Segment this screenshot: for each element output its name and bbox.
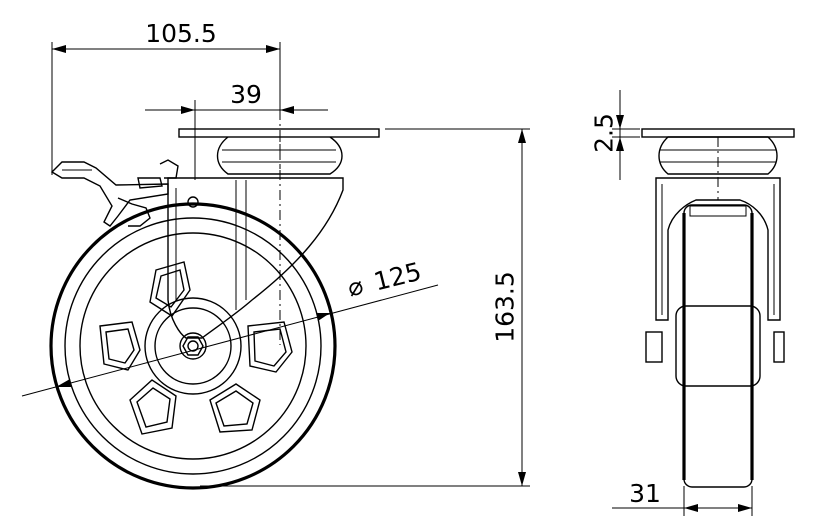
axle-nut (182, 336, 204, 356)
side-fork (655, 177, 781, 321)
side-top-plate (641, 128, 795, 138)
axle-bolt (187, 340, 199, 352)
dim-diameter-symbol: ⌀ (345, 271, 367, 303)
fork (167, 128, 380, 339)
side-swivel-race (658, 136, 778, 175)
wheel-hub-outer (144, 297, 242, 395)
dim-plate-offset: 39 (145, 80, 328, 180)
dim-plate-thickness-label: 2.5 (590, 113, 619, 153)
swivel-race (216, 136, 343, 175)
fork-leg (167, 177, 344, 339)
side-wheel (683, 204, 753, 488)
dim-wheel-width-label: 31 (629, 479, 661, 508)
dim-wheel-width: 31 (612, 479, 753, 516)
top-plate (178, 128, 380, 138)
side-axle-nut-left (645, 331, 663, 363)
front-view (49, 110, 380, 490)
dim-plate-thickness: 2.5 (590, 90, 640, 180)
dim-overall-height: 163.5 (200, 128, 530, 487)
wheel-tread-outer (49, 202, 337, 490)
side-view (641, 128, 795, 488)
brake-lever (50, 159, 179, 227)
wheel (49, 202, 337, 490)
side-axle-nut-right (773, 331, 785, 363)
wheel-rim (79, 232, 307, 460)
side-wheel-hub (675, 305, 761, 387)
brake-pivot (187, 196, 199, 208)
dim-overall-height-label: 163.5 (491, 271, 520, 343)
dim-top-width: 105.5 (51, 19, 281, 175)
axle-nut-outer (179, 332, 207, 360)
wheel-hub-inner (154, 307, 232, 385)
dim-plate-offset-label: 39 (230, 80, 262, 109)
dim-top-width-label: 105.5 (145, 19, 217, 48)
wheel-tread-inner (64, 217, 322, 475)
wheel-spoke-windows (99, 261, 293, 435)
